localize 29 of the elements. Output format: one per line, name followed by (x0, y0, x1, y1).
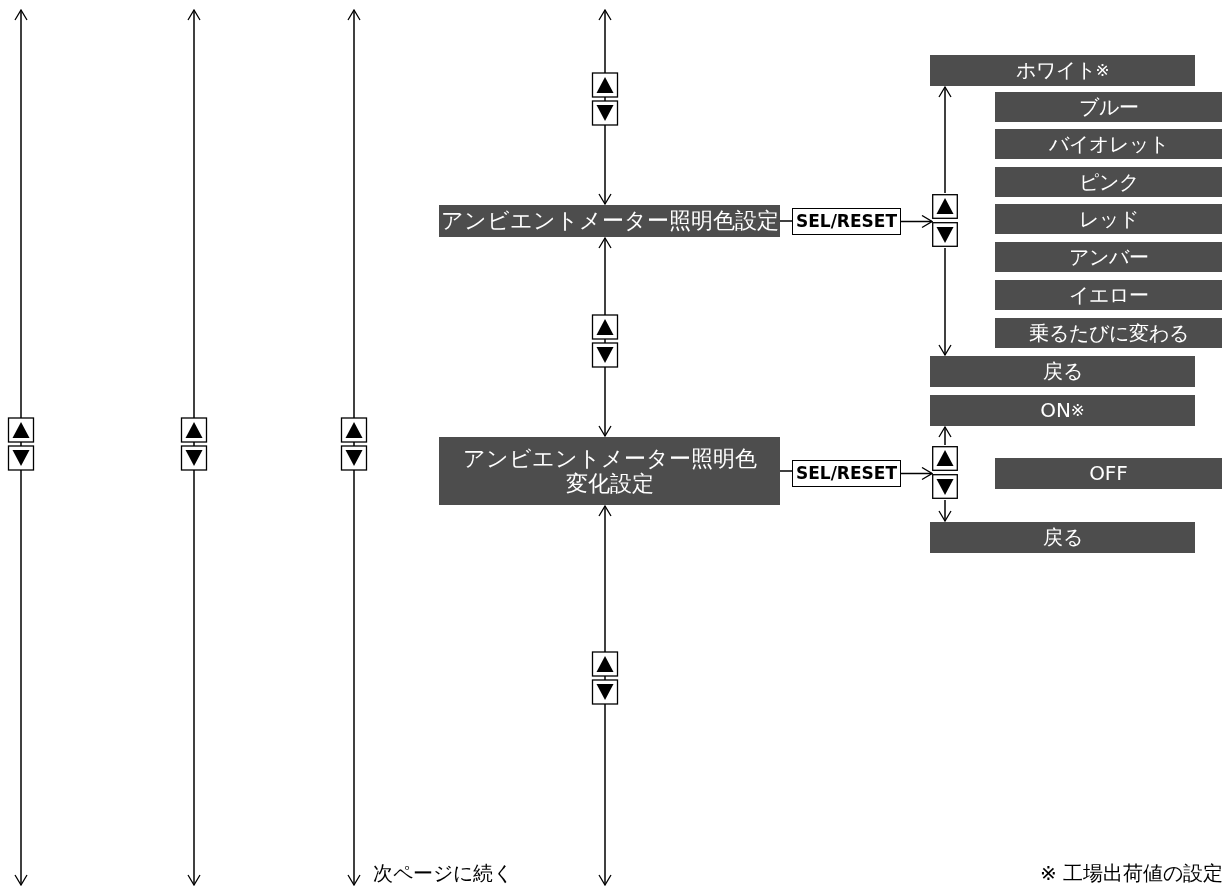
menu-item: アンビエントメーター照明色設定 (439, 205, 780, 237)
up-down-buttons-icon (932, 446, 958, 499)
menu-item: イエロー (995, 280, 1222, 310)
menu-item: ブルー (995, 92, 1222, 122)
arrow (938, 426, 952, 446)
menu-item: レッド (995, 204, 1222, 234)
sel-reset-button: SEL/RESET (792, 460, 901, 487)
arrow (938, 499, 952, 522)
arrow (938, 247, 952, 356)
menu-item: アンビエントメーター照明色変化設定 (439, 437, 780, 505)
arrow (598, 237, 612, 437)
menu-item: 戻る (930, 356, 1195, 387)
connector-line (779, 470, 793, 472)
menu-item: バイオレット (995, 129, 1222, 159)
sel-reset-button: SEL/RESET (792, 208, 901, 235)
menu-item: 戻る (930, 522, 1195, 553)
menu-item: ピンク (995, 167, 1222, 197)
footnote: ※ 工場出荷値の設定 (1040, 860, 1222, 887)
connector-line (779, 220, 793, 222)
up-down-buttons-icon (932, 194, 958, 247)
menu-item: OFF (995, 458, 1222, 489)
arrow (900, 466, 933, 481)
menu-item: アンバー (995, 242, 1222, 272)
arrow (900, 214, 933, 229)
continued-note: 次ページに続く (373, 860, 513, 887)
arrow (598, 505, 612, 886)
arrow (938, 86, 952, 194)
arrow (598, 9, 612, 205)
menu-item: 乗るたびに変わる (995, 318, 1222, 348)
